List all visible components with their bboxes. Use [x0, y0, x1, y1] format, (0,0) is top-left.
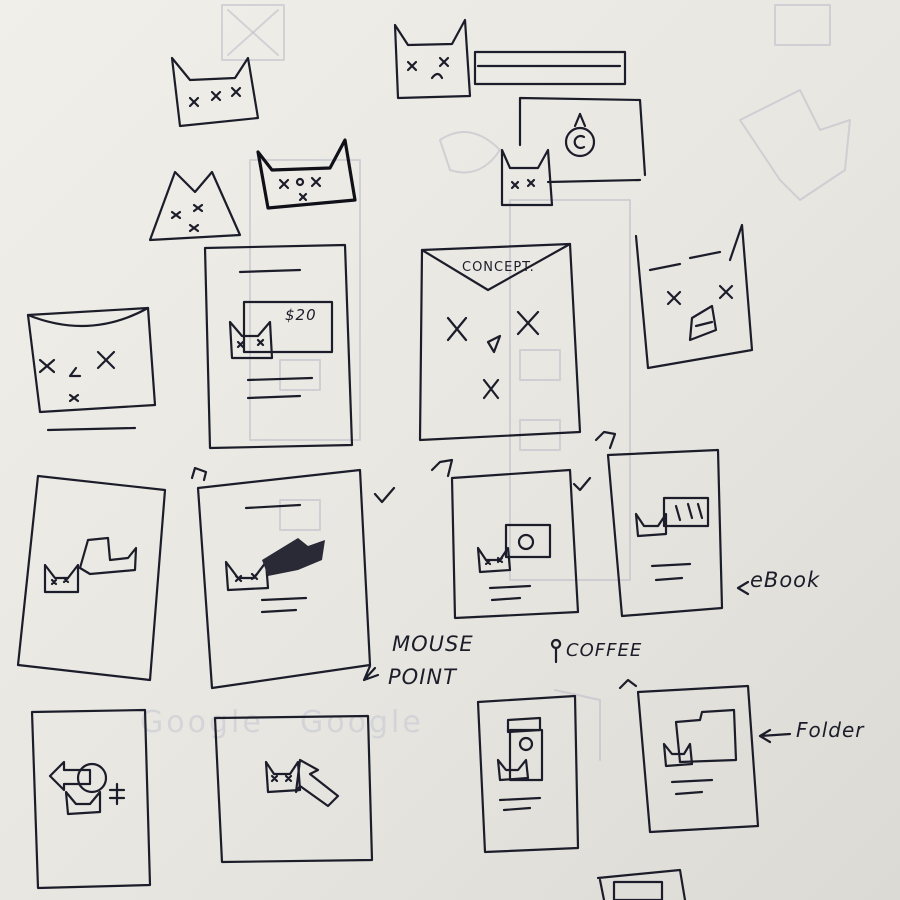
- mouse-pointer-card: [213, 714, 374, 864]
- coffee-card-sketch: [430, 458, 592, 620]
- folder-card-sketch: [618, 678, 792, 834]
- cat-face-card: [26, 306, 157, 432]
- ghost-text-right: Google: [300, 705, 424, 740]
- coffee-cup-card: [476, 694, 580, 854]
- price-label: $20: [285, 306, 317, 324]
- cat-head-sketch-2: [148, 170, 242, 242]
- concept-label: CONCEPT.: [462, 260, 535, 275]
- folder-label: Folder: [796, 718, 865, 742]
- partial-bottom-card: [596, 868, 687, 900]
- coffee-pin: [550, 638, 562, 664]
- cat-head-sketch-bold: [256, 138, 357, 210]
- coffee-label: COFFEE: [566, 640, 643, 661]
- price-card-sketch: [203, 243, 354, 450]
- ghost-text-left: Google: [140, 705, 264, 740]
- mouse-point-label-line2: POINT: [388, 665, 457, 689]
- cat-head-sketch-1: [170, 56, 260, 128]
- cat-banner-sketch: [393, 18, 627, 100]
- toggle-cat-card: [30, 708, 152, 890]
- concept-envelope-sketch: [418, 242, 582, 442]
- coin-cat-sketch: [500, 96, 647, 207]
- bleed-through-marks: [221, 4, 851, 761]
- mouse-point-label-line1: MOUSE: [392, 632, 474, 656]
- cat-cursor-card: [16, 474, 167, 682]
- mouse-point-arrow: [362, 664, 380, 682]
- ebook-card-sketch: [594, 430, 750, 618]
- slanted-cat-card: [634, 223, 754, 370]
- ebook-label: eBook: [750, 568, 821, 592]
